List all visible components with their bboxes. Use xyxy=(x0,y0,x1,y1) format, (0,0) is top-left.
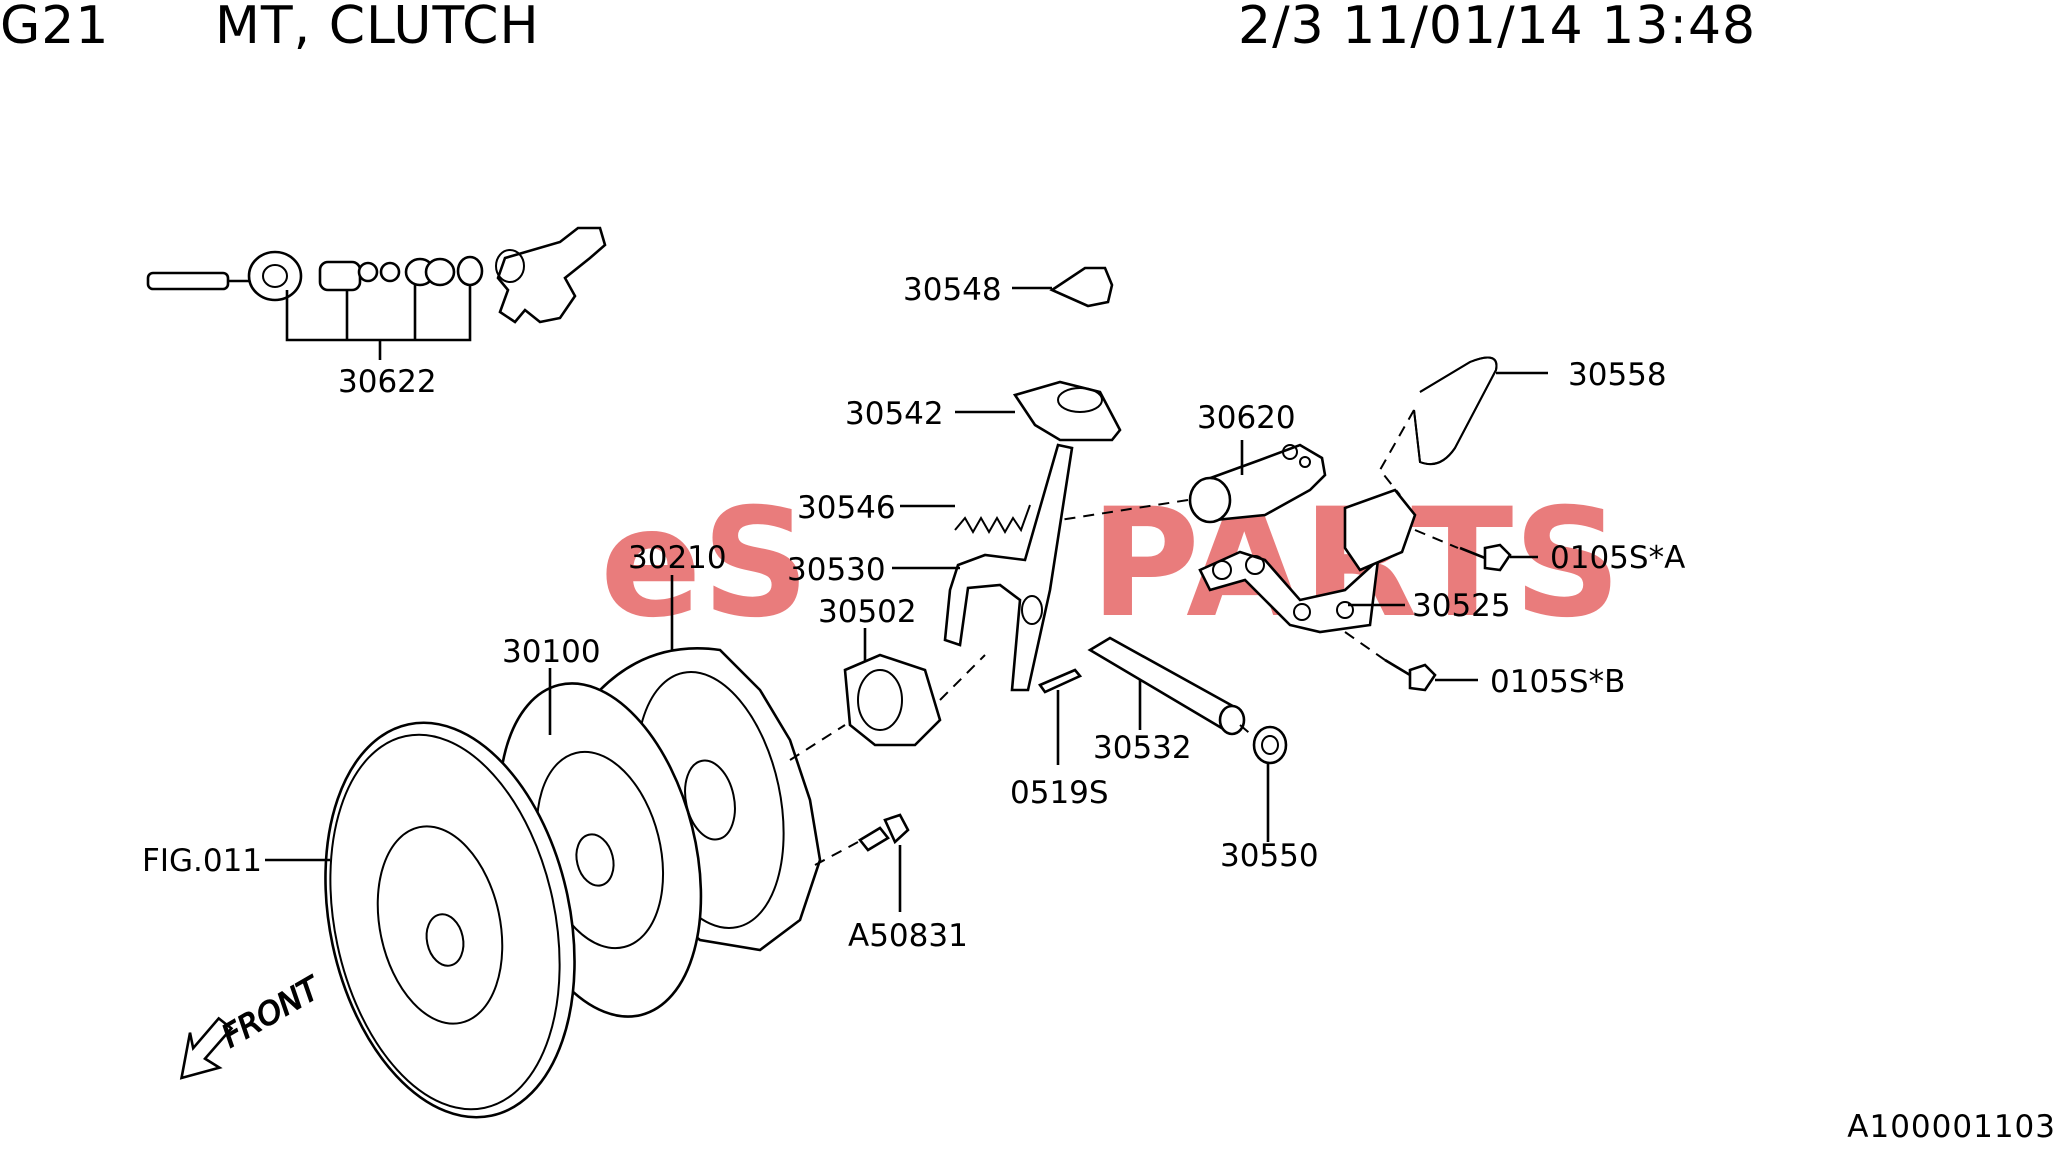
diagram-code: G21 xyxy=(0,0,110,56)
callout-30548: 30548 xyxy=(903,272,1002,308)
part-30550-bushing xyxy=(1239,724,1288,842)
fig-011-flywheel xyxy=(265,721,576,1119)
part-30525-bracket xyxy=(1198,488,1417,634)
part-30530-release-fork xyxy=(892,443,1074,692)
part-30532-shaft xyxy=(1087,636,1246,736)
part-0519s-pin xyxy=(1038,668,1083,765)
callout-30542: 30542 xyxy=(845,396,944,432)
callout-0519s: 0519S xyxy=(1010,775,1109,811)
part-30542-pivot xyxy=(955,380,1122,442)
drawing-id: A100001103 xyxy=(1847,1109,2056,1145)
callout-fig-011: FIG.011 xyxy=(142,843,262,879)
part-30548 xyxy=(1012,266,1114,308)
part-0105sa-bolt xyxy=(1414,529,1538,572)
callout-30550: 30550 xyxy=(1220,838,1319,874)
callout-30210: 30210 xyxy=(628,540,727,576)
part-30502-release-bearing xyxy=(843,628,986,747)
callout-0105s-b: 0105S*B xyxy=(1490,664,1625,700)
part-30546-spring xyxy=(900,504,1031,535)
diagram-title: MT, CLUTCH xyxy=(215,0,540,56)
callout-30622: 30622 xyxy=(338,364,437,400)
part-30622-cylinder-kit xyxy=(146,226,607,360)
front-label: FRONT xyxy=(216,970,327,1055)
callout-30620: 30620 xyxy=(1197,400,1296,436)
watermark-prefix: eS xyxy=(600,477,810,651)
callout-30100: 30100 xyxy=(502,634,601,670)
page-and-date: 2/3 11/01/14 13:48 xyxy=(1238,0,1757,56)
esaa-parts-watermark: eS PARTS xyxy=(600,477,1621,651)
part-0105sb-bolt xyxy=(1344,631,1478,692)
callout-0105s-a: 0105S*A xyxy=(1550,540,1685,576)
front-direction-arrow: FRONT xyxy=(179,969,328,1080)
part-30558-hose xyxy=(1378,356,1548,496)
callout-a50831: A50831 xyxy=(848,918,968,954)
callout-30530: 30530 xyxy=(787,552,886,588)
callout-30532: 30532 xyxy=(1093,730,1192,766)
callout-30558: 30558 xyxy=(1568,357,1667,393)
callout-30546: 30546 xyxy=(797,490,896,526)
callout-30525: 30525 xyxy=(1412,588,1511,624)
part-30620-operating-cylinder xyxy=(1059,440,1327,524)
callout-labels: 30622 30548 30558 30542 30620 30546 0105… xyxy=(142,272,1685,954)
part-a50831-bolt xyxy=(814,813,910,912)
callout-30502: 30502 xyxy=(818,594,917,630)
